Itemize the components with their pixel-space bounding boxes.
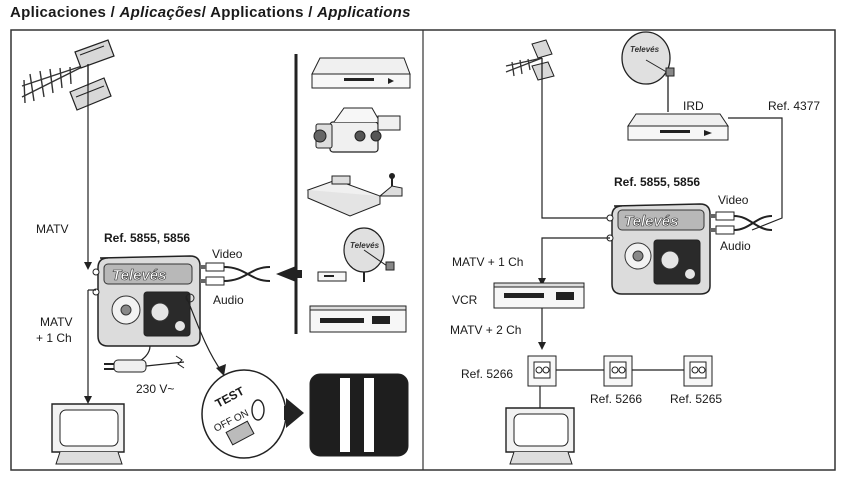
- wall-outlet-5265: [683, 355, 713, 387]
- terrestrial-antenna-right-icon: [505, 39, 555, 81]
- ird-av-cable: [728, 117, 783, 231]
- rca-connectors-right: [710, 211, 773, 235]
- modulator-unit-left: Televés: [92, 255, 201, 347]
- label-matv-2ch: MATV + 2 Ch: [450, 323, 521, 337]
- matv-cable-right: [541, 80, 610, 219]
- brand-televes-right: Televés: [624, 213, 679, 230]
- applications-header: Aplicaciones / Aplicações/ Applications …: [10, 4, 411, 21]
- ird-receiver-icon: [627, 113, 729, 141]
- vcr-icon-left: [309, 305, 407, 333]
- label-video-right: Video: [718, 193, 749, 207]
- vcr-icon-right: [493, 282, 585, 309]
- game-console-icon: [306, 173, 403, 217]
- dish-brand-left: Televés: [350, 241, 380, 250]
- header-en: Applications: [210, 4, 304, 21]
- callout-line-test: [185, 295, 223, 373]
- wall-outlet-5266-b: [603, 355, 633, 387]
- label-voltage: 230 V~: [136, 382, 174, 396]
- header-es: Aplicaciones: [10, 4, 107, 21]
- satellite-dish-icon: Televés: [621, 31, 675, 112]
- test-arrow: [286, 398, 304, 428]
- label-ref-right: Ref. 5855, 5856: [614, 175, 700, 189]
- label-ref-5266-b: Ref. 5266: [590, 392, 642, 406]
- label-video-left: Video: [212, 247, 243, 261]
- tv-icon-left: [51, 403, 125, 465]
- test-switch: [225, 420, 255, 446]
- matv-arrow: [84, 262, 92, 270]
- rca-connectors-left: [200, 262, 271, 286]
- wall-outlet-5266-a: [527, 355, 557, 387]
- test-pattern-screen: [309, 373, 409, 457]
- header-pt: Aplicações: [119, 4, 202, 21]
- satellite-receiver-icon: Televés: [317, 227, 395, 282]
- label-ref-5266-a: Ref. 5266: [461, 367, 513, 381]
- label-matv: MATV: [36, 222, 68, 236]
- label-ird: IRD: [683, 99, 704, 113]
- input-arrow: [276, 266, 296, 282]
- modulator-unit-right: Televés: [606, 203, 711, 295]
- label-matv-1ch-right: MATV + 1 Ch: [452, 255, 523, 269]
- label-ref-5265: Ref. 5265: [670, 392, 722, 406]
- label-audio-right: Audio: [720, 239, 751, 253]
- brand-televes-left: Televés: [112, 267, 167, 284]
- label-matv-1ch: MATV: [40, 315, 72, 329]
- label-audio-left: Audio: [213, 293, 244, 307]
- matv-1ch-cable-right: [541, 237, 610, 282]
- power-plug-icon: [104, 355, 185, 373]
- label-plus-1ch: + 1 Ch: [36, 331, 72, 345]
- tv-icon-right: [505, 407, 575, 465]
- terrestrial-antenna-icon: [21, 39, 115, 111]
- dvd-player-icon: [311, 57, 411, 89]
- label-ref-left: Ref. 5855, 5856: [104, 231, 190, 245]
- header-en-italic: Applications: [317, 4, 411, 21]
- camcorder-icon: [313, 107, 401, 153]
- label-ref-4377: Ref. 4377: [768, 99, 820, 113]
- label-vcr: VCR: [452, 293, 478, 307]
- dish-brand-right: Televés: [630, 45, 660, 54]
- test-switch-callout: TEST OFF ON: [201, 369, 287, 459]
